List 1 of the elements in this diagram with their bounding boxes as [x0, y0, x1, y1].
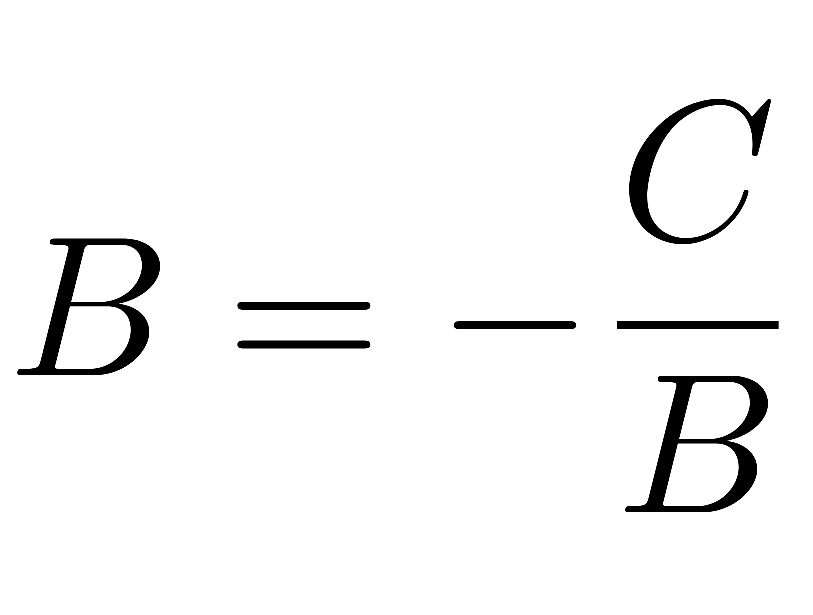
formula: $B=-\frac{C}{B}$ [18, 99, 779, 513]
